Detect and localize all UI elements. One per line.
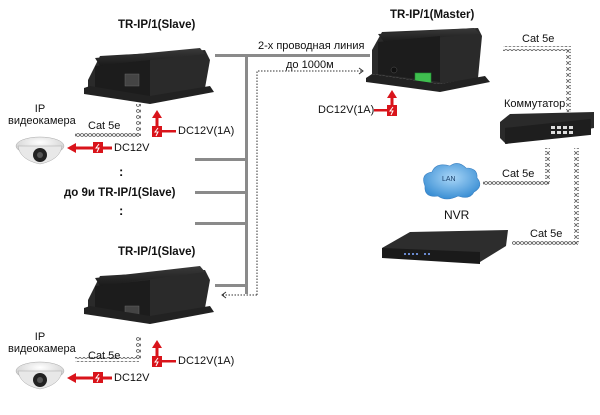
slave-top-device[interactable] bbox=[84, 48, 214, 104]
cable-master-switch-vertical bbox=[566, 46, 571, 112]
master-label: TR-IP/1(Master) bbox=[390, 9, 475, 21]
arrow-left-icon bbox=[67, 373, 76, 383]
power-out-camera-top bbox=[67, 142, 112, 153]
power-label-slave-top: DC12V(1A) bbox=[178, 125, 235, 137]
rj45-port-icon bbox=[124, 73, 140, 87]
power-label-master: DC12V(1A) bbox=[318, 104, 375, 116]
bus-branch-1 bbox=[195, 158, 247, 161]
arrow-up-icon bbox=[387, 90, 397, 98]
cable-camera-bottom-vertical bbox=[136, 336, 141, 361]
slave-bottom-device[interactable] bbox=[84, 266, 214, 324]
cable-camera-top-vertical bbox=[136, 104, 141, 136]
cable-nvr-switch-vertical bbox=[574, 148, 579, 244]
power-indicators bbox=[67, 90, 397, 383]
nvr-leds-icon bbox=[404, 253, 430, 255]
bus-top-line bbox=[215, 54, 370, 57]
nvr-device[interactable] bbox=[382, 230, 508, 264]
cable-label-master-switch: Cat 5e bbox=[522, 33, 555, 45]
cable-camera-top bbox=[75, 132, 139, 137]
cable-label-nvr-switch: Cat 5e bbox=[530, 228, 563, 240]
cable-lan-switch bbox=[483, 180, 549, 185]
ellipsis-top: : bbox=[119, 164, 124, 179]
power-label-slave-bottom: DC12V(1A) bbox=[178, 355, 235, 367]
cable-label-lan-switch: Cat 5e bbox=[502, 168, 535, 180]
camera-top-label-line2: видеокамера bbox=[8, 115, 76, 127]
distance-indicator bbox=[222, 70, 362, 296]
cable-camera-bottom bbox=[75, 357, 139, 362]
bus-branch-2 bbox=[195, 191, 247, 194]
camera-bottom-label-line1: IP bbox=[34, 331, 46, 343]
lan-label: LAN bbox=[442, 176, 456, 183]
cable-nvr-switch bbox=[512, 240, 578, 245]
switch-ports-icon bbox=[551, 126, 573, 134]
slave-top-label: TR-IP/1(Slave) bbox=[118, 19, 196, 31]
arrow-up-icon bbox=[152, 110, 162, 118]
camera-bottom-label-line2: видеокамера bbox=[8, 343, 76, 355]
arrow-up-icon bbox=[152, 340, 162, 348]
nvr-label: NVR bbox=[444, 208, 470, 222]
two-wire-bus bbox=[195, 54, 370, 294]
lan-cloud-icon[interactable] bbox=[423, 163, 481, 200]
camera-bottom-label: IP видеокамера bbox=[8, 331, 76, 355]
arrow-right-icon bbox=[358, 67, 364, 75]
camera-top[interactable] bbox=[15, 136, 65, 165]
distance-label: до 1000м bbox=[286, 59, 334, 71]
more-slaves-label: до 9и TR-IP/1(Slave) bbox=[64, 187, 176, 199]
cable-label-camera-bottom: Cat 5e bbox=[88, 350, 121, 362]
power-label-camera-top: DC12V bbox=[114, 142, 150, 154]
cable-lan-switch-vertical bbox=[545, 148, 550, 184]
master-device[interactable] bbox=[366, 28, 490, 92]
camera-top-label-line1: IP bbox=[34, 103, 46, 115]
line-type-label: 2-х проводная линия bbox=[258, 40, 365, 52]
power-label-camera-bottom: DC12V bbox=[114, 372, 150, 384]
power-in-master bbox=[374, 90, 397, 116]
bus-vertical-line bbox=[245, 54, 248, 294]
dc-jack-icon bbox=[390, 66, 398, 74]
bus-branch-bottom bbox=[215, 284, 247, 287]
ellipsis-bottom: : bbox=[119, 203, 124, 218]
arrow-left-icon bbox=[67, 143, 76, 153]
power-in-slave-top bbox=[152, 110, 176, 137]
cable-label-camera-top: Cat 5e bbox=[88, 120, 121, 132]
bus-branch-3 bbox=[195, 222, 247, 225]
cat5e-cables bbox=[75, 46, 579, 362]
slave-bottom-label: TR-IP/1(Slave) bbox=[118, 246, 196, 258]
cable-master-switch bbox=[503, 46, 569, 51]
arrow-left-icon bbox=[221, 291, 227, 299]
power-out-camera-bottom bbox=[67, 372, 112, 383]
power-in-slave-bottom bbox=[152, 340, 176, 367]
camera-top-label: IP видеокамера bbox=[8, 103, 76, 127]
switch-device[interactable] bbox=[500, 112, 594, 144]
switch-label: Коммутатор bbox=[504, 98, 566, 110]
camera-bottom[interactable] bbox=[15, 361, 65, 390]
